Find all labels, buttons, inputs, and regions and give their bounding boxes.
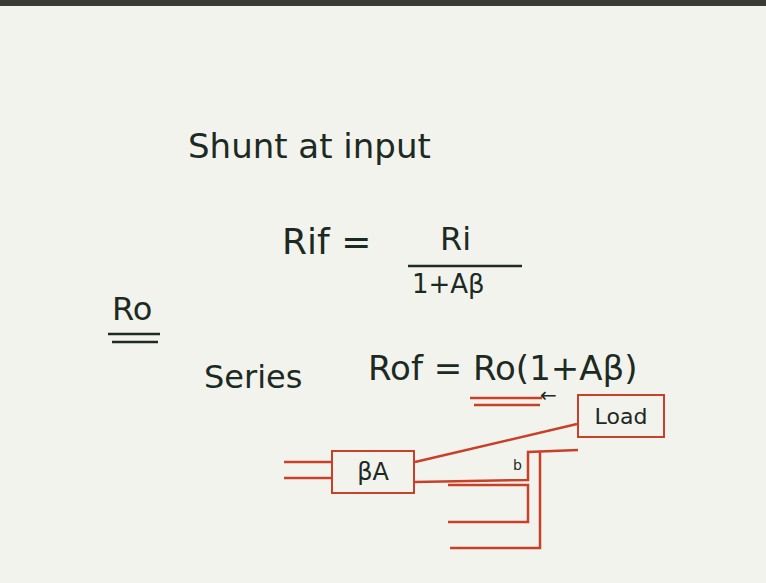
highlight-underline bbox=[470, 397, 542, 400]
input-wire bbox=[284, 477, 331, 480]
top-strip bbox=[0, 0, 766, 6]
highlight-underline bbox=[474, 404, 540, 407]
fraction-denominator: 1+Aβ bbox=[412, 270, 485, 299]
fraction-bar bbox=[408, 265, 522, 268]
box-label: Load bbox=[595, 404, 648, 429]
underline bbox=[108, 333, 160, 336]
heading-note: Shunt at input bbox=[188, 128, 431, 165]
wire bbox=[415, 424, 577, 462]
current-arrow: ← bbox=[540, 384, 557, 406]
fraction-numerator: Ri bbox=[440, 222, 471, 257]
load-box: Load bbox=[577, 394, 665, 438]
box-label: βA bbox=[357, 458, 389, 486]
section-heading: Ro bbox=[112, 292, 152, 327]
return-wire bbox=[415, 450, 578, 482]
node-mark: b bbox=[513, 458, 522, 473]
formula-lhs: Rif = bbox=[282, 222, 371, 262]
underline bbox=[112, 341, 158, 344]
input-wire bbox=[284, 461, 331, 464]
amplifier-block: βA bbox=[331, 450, 415, 494]
sense-loop bbox=[448, 485, 528, 522]
formula: Rof = Ro(1+Aβ) bbox=[368, 350, 637, 387]
sense-wire bbox=[450, 452, 540, 548]
topology-label: Series bbox=[204, 360, 302, 395]
